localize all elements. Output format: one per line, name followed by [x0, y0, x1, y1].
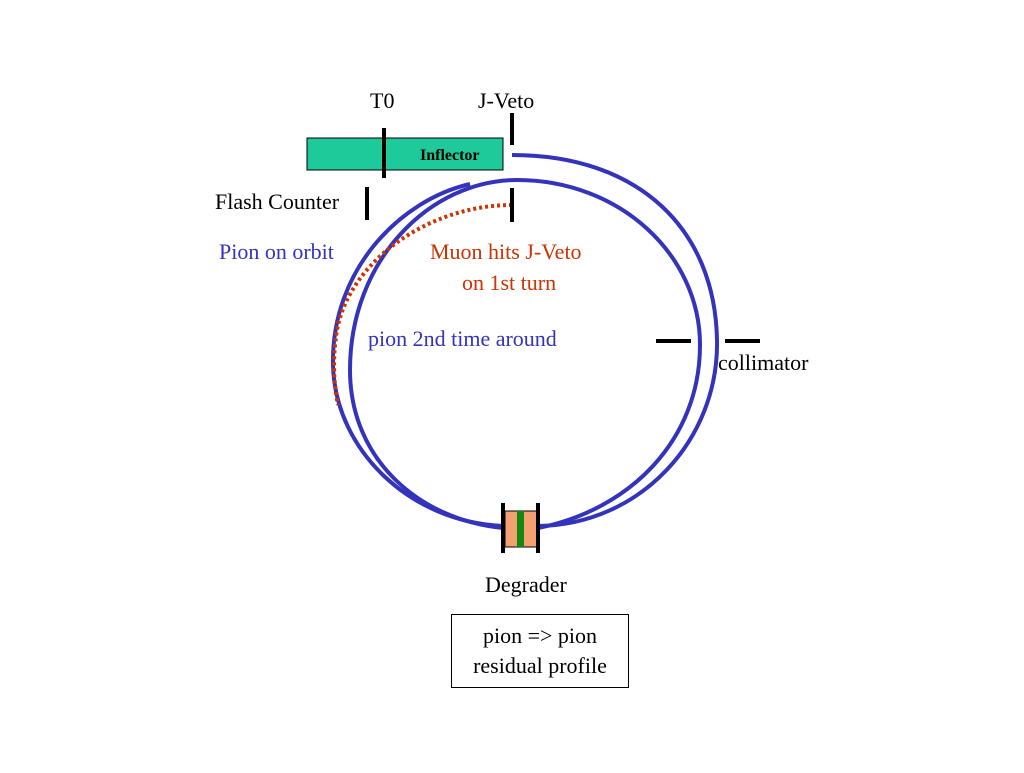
outer-orbit [511, 153, 720, 528]
muon-trajectory [332, 203, 513, 406]
inner-orbit [347, 177, 703, 530]
inflector-box [306, 137, 504, 171]
pion-on-orbit-label: Pion on orbit [219, 239, 334, 264]
j-veto-label: J-Veto [478, 88, 534, 113]
muon-hits-label-line2: on 1st turn [462, 270, 556, 295]
inflector-label: Inflector [420, 147, 480, 164]
profile-box-line2: residual profile [473, 653, 607, 678]
pion-2nd-time-label: pion 2nd time around [368, 326, 557, 351]
muon-hits-label-line1: Muon hits J-Veto [430, 239, 582, 264]
degrader-center-strip [517, 511, 524, 547]
degrader-label: Degrader [485, 572, 568, 597]
profile-box-line1: pion => pion [482, 623, 598, 648]
outer-orbit-left [330, 182, 504, 528]
t0-label: T0 [370, 88, 394, 113]
collimator-label: collimator [718, 350, 809, 375]
profile-box: pion => pion residual profile [451, 614, 629, 688]
flash-counter-label: Flash Counter [215, 189, 340, 214]
